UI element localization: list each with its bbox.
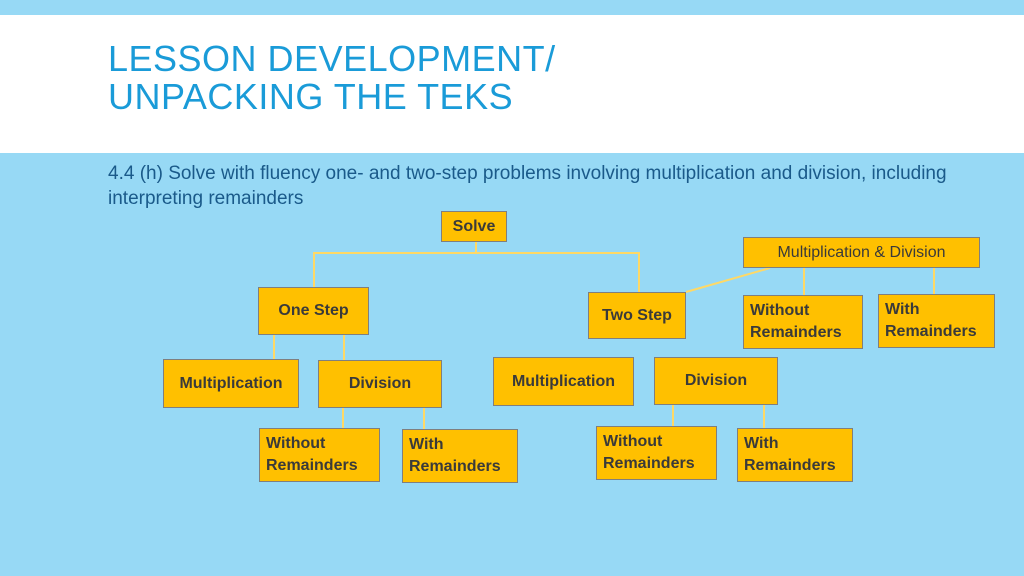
node-one-step: One Step — [258, 287, 369, 335]
node-twostep-multiplication: Multiplication — [493, 357, 634, 406]
teks-standard: 4.4 (h) Solve with fluency one- and two-… — [108, 163, 947, 209]
node-twostep-without-remainders: Without Remainders — [596, 426, 717, 480]
node-multdiv-without-remainders: Without Remainders — [743, 295, 863, 349]
node-twostep-with-remainders: With Remainders — [737, 428, 853, 482]
connector-twostep-multdiv — [685, 267, 771, 293]
node-onestep-division: Division — [318, 360, 442, 408]
node-solve: Solve — [441, 211, 507, 242]
node-onestep-with-remainders: With Remainders — [402, 429, 518, 483]
slide-title: LESSON DEVELOPMENT/ UNPACKING THE TEKS — [108, 40, 556, 116]
node-onestep-without-remainders: Without Remainders — [259, 428, 380, 482]
node-multdiv-with-remainders: With Remainders — [878, 294, 995, 348]
node-two-step: Two Step — [588, 292, 686, 339]
title-band — [0, 15, 1024, 153]
title-line-1: LESSON DEVELOPMENT/ — [108, 38, 556, 79]
node-mult-div: Multiplication & Division — [743, 237, 980, 268]
node-onestep-multiplication: Multiplication — [163, 359, 299, 408]
title-line-2: UNPACKING THE TEKS — [108, 76, 514, 117]
node-twostep-division: Division — [654, 357, 778, 405]
